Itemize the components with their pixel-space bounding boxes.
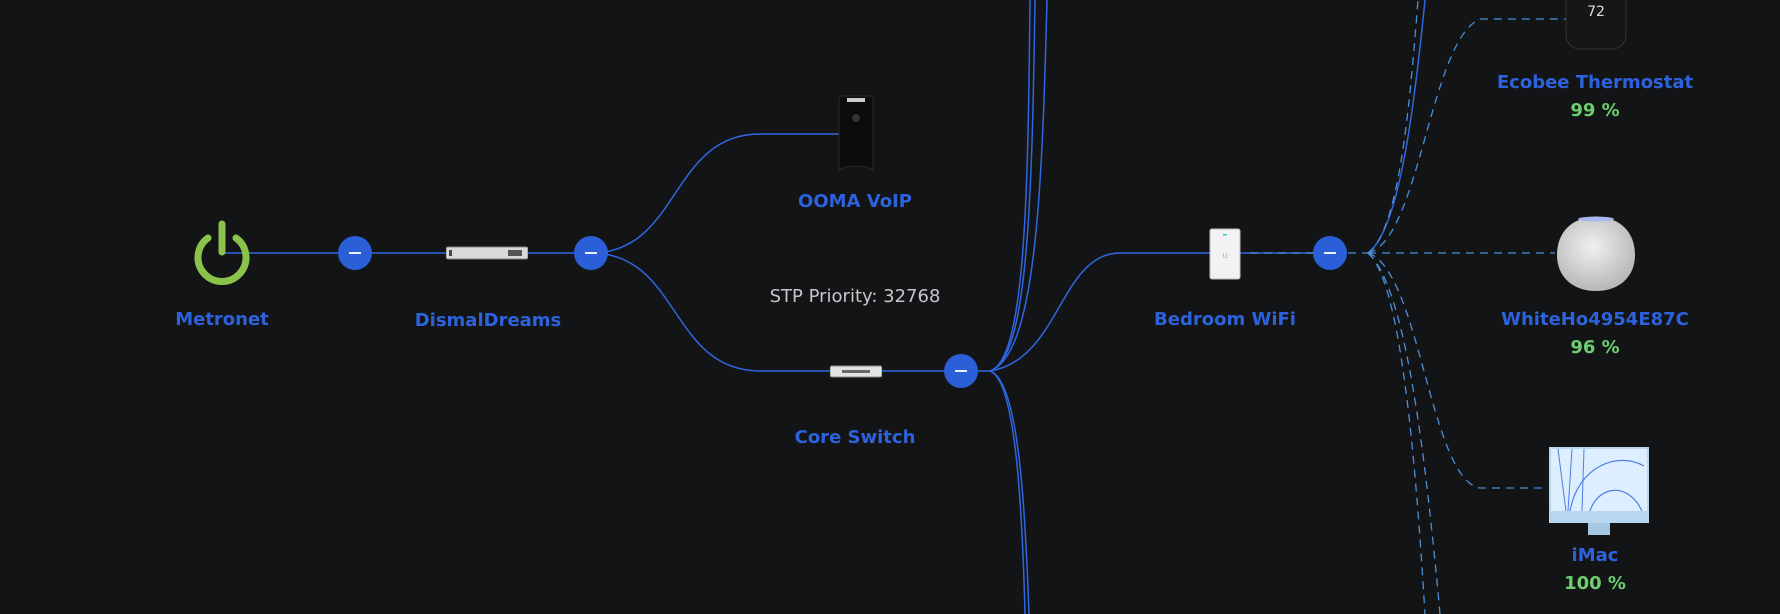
signal-thermostat: 99 % [1570, 100, 1620, 121]
power-icon[interactable] [190, 218, 254, 288]
collapse-button-gateway[interactable] [574, 236, 608, 270]
link-core-down-1 [989, 370, 1026, 614]
wifi-link-down-2 [1367, 252, 1441, 614]
wifi-link-down-1 [1367, 252, 1426, 614]
wifi-link-imac [1367, 252, 1548, 489]
node-label-voip[interactable]: OOMA VoIP [798, 191, 912, 212]
link-core-ap [989, 252, 1330, 372]
imac-icon[interactable] [1548, 446, 1650, 536]
stp-priority: STP Priority: 32768 [769, 286, 941, 307]
link-core-up-1 [989, 0, 1031, 372]
node-label-ap[interactable]: Bedroom WiFi [1154, 309, 1296, 330]
collapse-button-internet[interactable] [338, 236, 372, 270]
svg-text:72: 72 [1587, 4, 1605, 20]
thermostat-icon[interactable]: 72 [1565, 0, 1627, 52]
collapse-button-ap[interactable] [1313, 236, 1347, 270]
node-label-thermostat[interactable]: Ecobee Thermostat [1496, 72, 1694, 93]
signal-imac: 100 % [1564, 573, 1626, 594]
access-point-icon[interactable]: U [1209, 228, 1241, 280]
voip-phone-icon[interactable] [837, 94, 875, 174]
node-label-gateway[interactable]: DismalDreams [414, 310, 562, 331]
signal-homepod: 96 % [1570, 337, 1620, 358]
node-label-imac[interactable]: iMac [1571, 545, 1619, 566]
node-label-metronet[interactable]: Metronet [175, 309, 269, 330]
node-label-homepod[interactable]: WhiteHo4954E87C [1501, 309, 1689, 330]
speaker-icon[interactable] [1555, 213, 1637, 295]
wifi-link-thermostat [1367, 18, 1570, 254]
link-gateway-core [590, 252, 990, 372]
node-label-core-switch[interactable]: Core Switch [794, 427, 916, 448]
link-core-up-3 [989, 0, 1048, 372]
gateway-icon[interactable] [446, 246, 528, 261]
wifi-link-up-1 [1367, 0, 1419, 254]
link-core-down-2 [989, 370, 1030, 614]
collapse-button-core-switch[interactable] [944, 354, 978, 388]
link-gateway-voip [590, 133, 840, 254]
svg-text:U: U [1222, 252, 1227, 260]
switch-icon[interactable] [830, 365, 882, 378]
link-core-up-2 [989, 0, 1036, 372]
link-ap-up [1367, 0, 1426, 254]
